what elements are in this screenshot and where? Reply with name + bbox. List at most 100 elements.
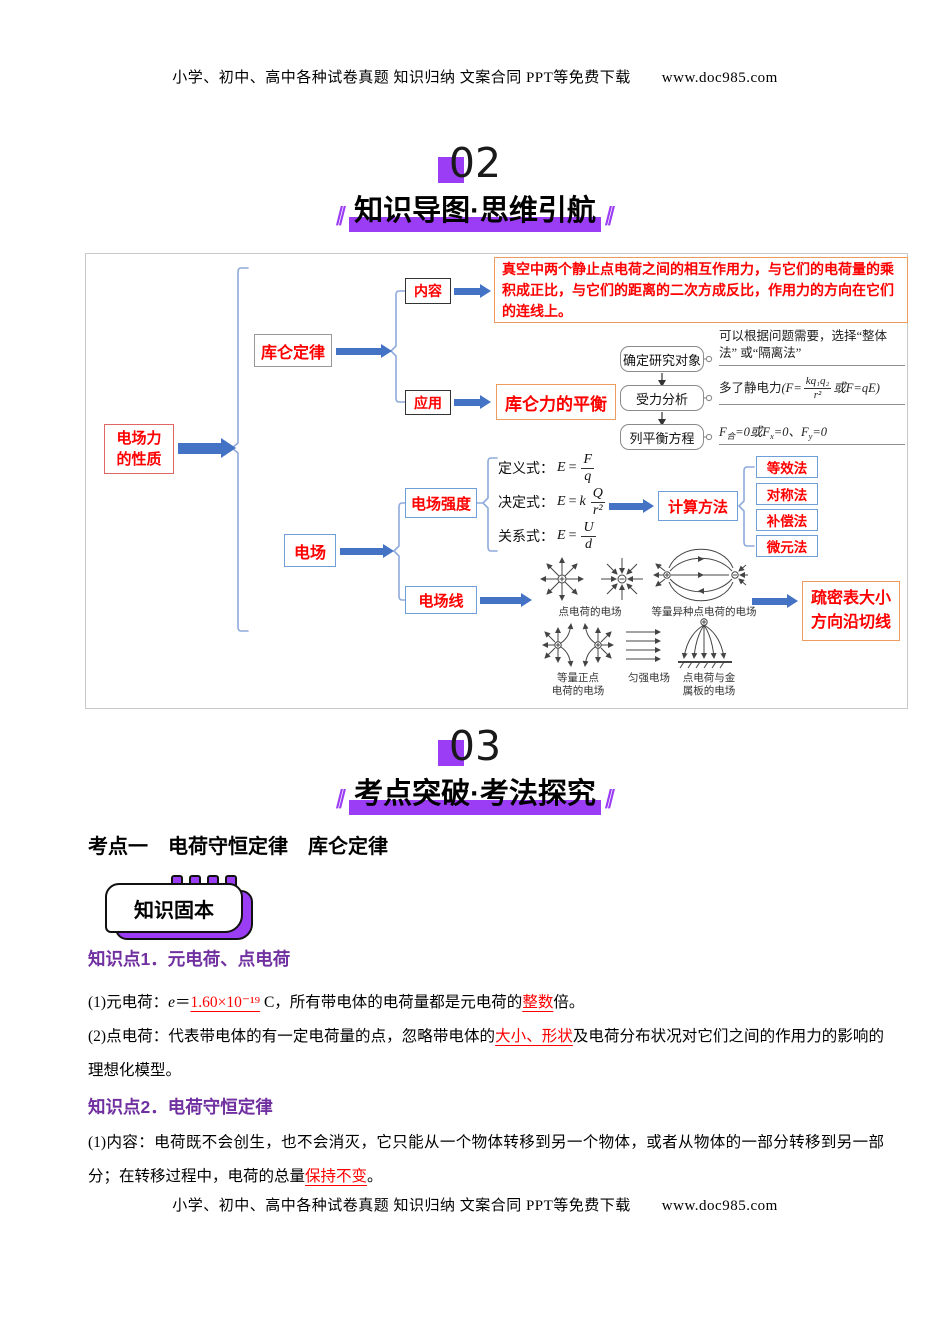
formula-det-eq: = (568, 494, 577, 509)
badge-label: 知识固本 (134, 899, 214, 922)
root-line2: 的性质 (116, 451, 162, 468)
eq-sub-y: y (808, 431, 813, 441)
formula-def-num: F (581, 451, 595, 469)
formula-rel-eq: = (568, 528, 577, 543)
note2-numerator: kq₁q₂ (803, 374, 832, 389)
note2-prefix: 多了静电力 (719, 380, 782, 395)
page-header: 小学、初中、高中各种试卷真题 知识归纳 文案合同 PPT等免费下载 www.do… (172, 70, 778, 86)
label-point-charge-field: 点电荷的电场 (536, 606, 644, 619)
eq-end: =0 (812, 425, 828, 439)
field-strength-label: 电场强度 (410, 495, 471, 513)
kp1-paragraph-1: (1)元电荷：e＝1.60×10⁻¹⁹ C，所有带电体的电荷量都是元电荷的整数倍… (88, 986, 884, 1020)
arrow-sparse (752, 594, 798, 608)
eq-sub-x: x (769, 431, 774, 441)
purple-square-decoration (437, 740, 464, 766)
mindmap-frame: 电场力 的性质 库仑定律 内容 真空中两个静止点电荷之间的相互作用力，与它们的电… (85, 253, 908, 709)
method-infinitesimal-label: 微元法 (766, 540, 808, 555)
field-label: 电场 (293, 544, 326, 562)
formula-det-E: E (557, 494, 566, 509)
coulomb-balance-label: 库仑力的平衡 (505, 394, 607, 414)
knowledge-point-1-title: 知识点1．元电荷、点电荷 (88, 946, 290, 971)
note2-denominator: r² (813, 388, 822, 401)
section-title-02: ∥ 知识导图·思维引航 ∥ (333, 187, 617, 232)
kp1-p1-post: 倍。 (553, 994, 585, 1011)
kp2-paragraph-1: (1)内容：电荷既不会创生，也不会消灭，它只能从一个物体转移到另一个物体，或者从… (88, 1126, 884, 1194)
field-diagram-same-charges (542, 623, 614, 667)
node-electric-field: 电场 (284, 534, 336, 567)
section-02-header: 02 ∥ 知识导图·思维引航 ∥ (0, 141, 950, 232)
label-same-line2: 电荷的电场 (551, 686, 605, 697)
field-diagram-opposite-charges (653, 548, 748, 602)
kp1-p1-pre: (1)元电荷： (88, 994, 169, 1011)
arrow-calc (609, 499, 654, 513)
node-root: 电场力 的性质 (104, 424, 174, 474)
kp1-p2-highlight: 大小、形状 (495, 1028, 573, 1045)
eq-sub-total: 合 (726, 431, 736, 441)
topic-heading: 考点一 电荷守恒定律 库仑定律 (88, 830, 388, 859)
kp1-p1-mid: C，所有带电体的电荷量都是元电荷的 (260, 994, 523, 1011)
field-diagram-point-charges (540, 557, 643, 601)
node-field-strength: 电场强度 (405, 488, 477, 518)
eq-F-x: F (762, 425, 770, 439)
coulomb-statement-text: 真空中两个静止点电荷之间的相互作用力，与它们的电荷量的乘积成正比，与它们的距离的… (502, 260, 894, 319)
formula-rel-num: U (581, 519, 596, 537)
label-charge-plate-field: 点电荷与金 属板的电场 (669, 672, 749, 698)
purple-bar-decoration (348, 217, 602, 232)
node-field-lines: 电场线 (405, 586, 477, 614)
node-method-symmetry: 对称法 (756, 483, 818, 505)
node-application: 应用 (405, 390, 451, 415)
purple-square-decoration (437, 157, 464, 183)
sparse-line1: 疏密表大小 (810, 590, 891, 607)
formula-rel-label: 关系式： (498, 530, 554, 545)
flow-step-2-label: 受力分析 (635, 391, 688, 407)
label-plate-line2: 属板的电场 (682, 686, 736, 697)
label-opposite-text: 等量异种点电荷的电场 (651, 607, 757, 618)
node-content: 内容 (405, 278, 451, 304)
section-title-text: 知识导图·思维引航 (354, 195, 596, 227)
label-same-charges-field: 等量正点 电荷的电场 (548, 672, 608, 698)
flow-note-3: F合=0或Fx=0、Fy=0 (719, 424, 905, 445)
formula-det-label: 决定式： (498, 496, 554, 511)
topic-heading-text: 考点一 电荷守恒定律 库仑定律 (88, 836, 388, 858)
flow-step-2: 受力分析 (620, 385, 704, 411)
section-title-03: ∥ 考点突破·考法探究 ∥ (333, 770, 617, 815)
formula-det-k: k (579, 494, 586, 509)
field-diagram-charge-plate (678, 618, 732, 669)
arrow-coulomb (336, 344, 392, 358)
label-same-line1: 等量正点 (557, 673, 599, 684)
flow-step-1-label: 确定研究对象 (622, 352, 701, 368)
eq-F-y: F (800, 425, 809, 439)
field-lines-label: 电场线 (418, 592, 464, 610)
purple-bar-decoration (348, 800, 602, 815)
section-number-02: 02 (437, 141, 501, 186)
node-coulomb-law: 库仑定律 (254, 334, 332, 367)
content-label: 内容 (414, 283, 442, 299)
node-method-compensation: 补偿法 (756, 509, 818, 531)
formula-def-eq: = (568, 460, 577, 475)
kp1-title-text: 知识点1．元电荷、点电荷 (88, 949, 291, 969)
kp1-p2-post: 及电荷分布状况对它们之间的作用力的影响的理想化模型。 (88, 1028, 884, 1079)
sparse-line2: 方向沿切线 (810, 614, 891, 631)
node-calc-method: 计算方法 (658, 491, 738, 521)
formula-def-label: 定义式： (498, 462, 554, 477)
label-opposite-charges-field: 等量异种点电荷的电场 (644, 606, 764, 619)
section-number-text: 03 (448, 722, 502, 770)
node-density-direction: 疏密表大小 方向沿切线 (802, 581, 900, 641)
formula-def-E: E (557, 460, 566, 475)
knowledge-point-1-body: (1)元电荷：e＝1.60×10⁻¹⁹ C，所有带电体的电荷量都是元电荷的整数倍… (88, 986, 884, 1088)
flow-step-3-label: 列平衡方程 (629, 430, 695, 446)
arrow-field (340, 544, 394, 558)
knowledge-point-2-body: (1)内容：电荷既不会创生，也不会消灭，它只能从一个物体转移到另一个物体，或者从… (88, 1126, 884, 1194)
calc-method-label: 计算方法 (667, 498, 728, 516)
note2-open: (F= (781, 380, 802, 395)
formula-rel-den: d (585, 536, 593, 552)
kp2-p1-post: 。 (367, 1168, 383, 1185)
node-method-equivalent: 等效法 (756, 456, 818, 478)
eq-mid2: =0、 (773, 425, 801, 439)
application-label: 应用 (414, 394, 442, 411)
